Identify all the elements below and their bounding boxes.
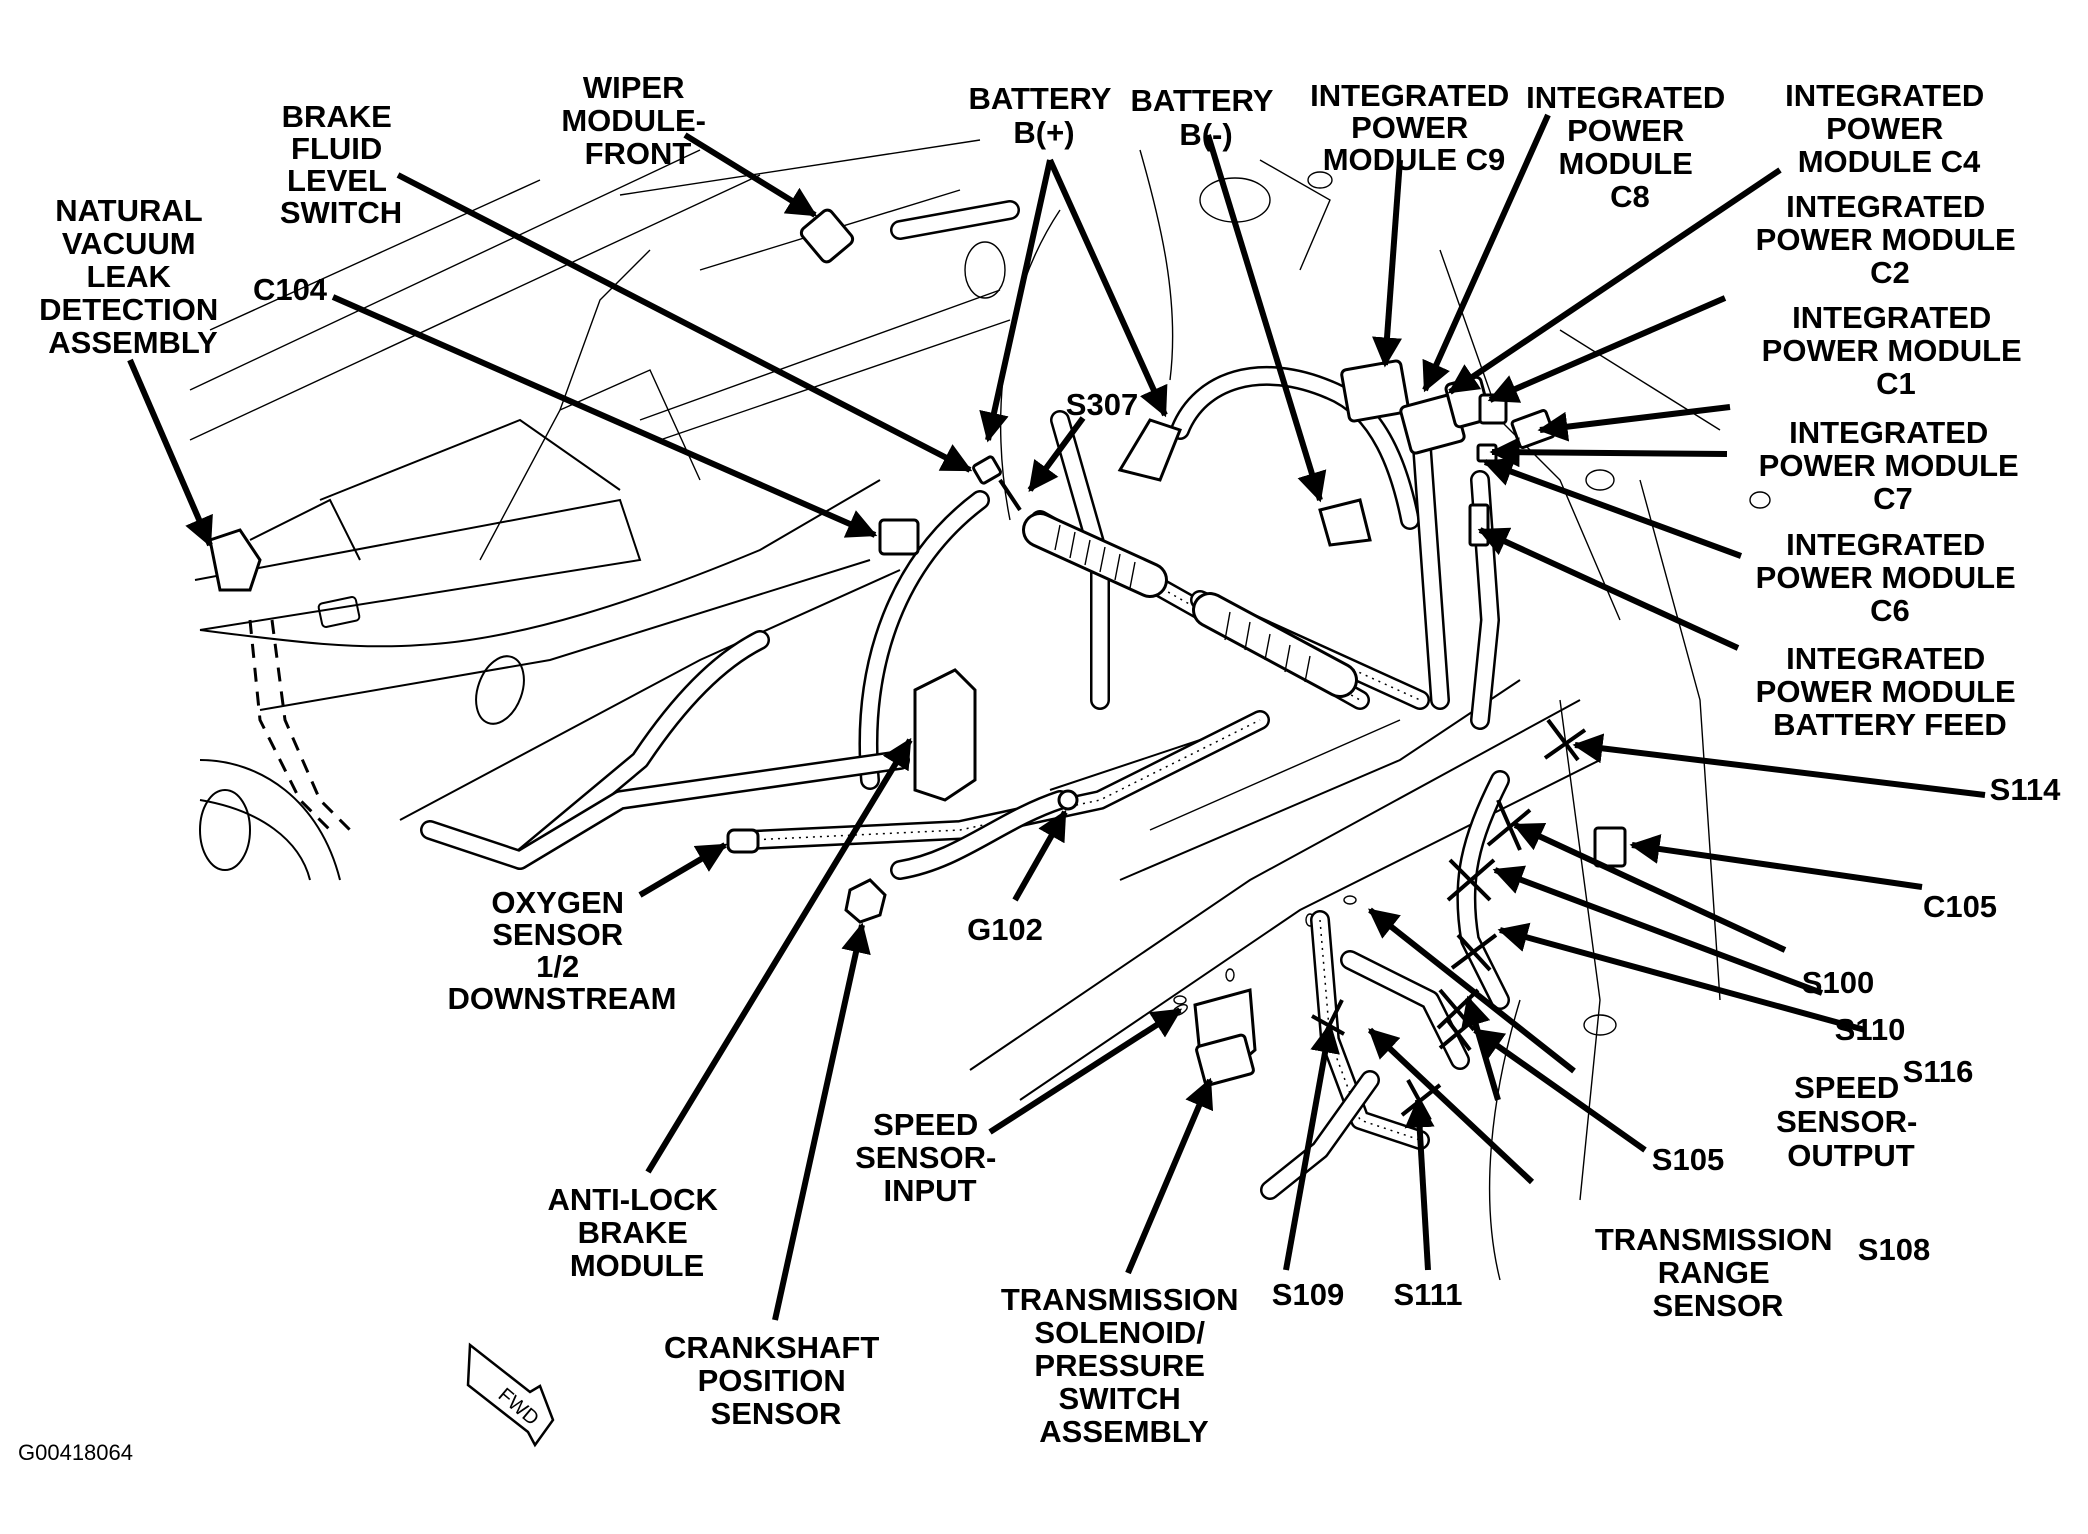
label-s114: S114 <box>1990 772 2061 807</box>
label-s111: S111 <box>1394 1277 1463 1312</box>
leader-s109 <box>1283 1022 1340 1271</box>
leader-battery-pos <box>979 159 1053 443</box>
callout-labels: NATURAL VACUUM LEAK DETECTION ASSEMBLY B… <box>18 70 2061 1465</box>
leader-oxygen <box>638 842 728 898</box>
label-speed-sensor-input: SPEED SENSOR- INPUT <box>855 1107 1005 1208</box>
label-s105: S105 <box>1652 1142 1724 1177</box>
leader-ipm-c9 <box>1372 159 1403 368</box>
leader-g102 <box>1012 809 1068 902</box>
label-g102: G102 <box>967 912 1043 947</box>
leader-s100 <box>1512 822 1787 953</box>
leader-speed-output <box>1368 907 1576 1074</box>
leader-s116 <box>1497 922 1866 1033</box>
label-brake-fluid-level-switch: BRAKE FLUID LEVEL SWITCH <box>280 99 402 230</box>
leader-ipm-battery-feed <box>1477 527 1740 651</box>
label-ipm-battery-feed: INTEGRATED POWER MODULE BATTERY FEED <box>1756 641 2025 742</box>
label-speed-sensor-output: SPEED SENSOR- OUTPUT <box>1776 1070 1926 1173</box>
label-c105: C105 <box>1923 889 1997 924</box>
label-ipm-c7: INTEGRATED POWER MODULE C7 <box>1759 415 2028 516</box>
label-ipm-c9: INTEGRATED POWER MODULE C9 <box>1310 78 1518 177</box>
leader-ipm-c7 <box>1489 437 1728 468</box>
label-ipm-c1: INTEGRATED POWER MODULE C1 <box>1762 300 2031 401</box>
leader-s111 <box>1404 1097 1435 1271</box>
label-natural-vacuum-leak: NATURAL VACUUM LEAK DETECTION ASSEMBLY <box>39 193 227 360</box>
leader-crankshaft <box>772 922 871 1321</box>
label-battery-negative: BATTERY B(-) <box>1130 83 1281 152</box>
vehicle-line-art: FWD <box>189 139 1771 1448</box>
label-wiper-module-front: WIPER MODULE- FRONT <box>561 70 714 171</box>
label-s307: S307 <box>1066 387 1138 422</box>
leader-battery-pos-2 <box>1047 158 1168 418</box>
leader-ipm-c6 <box>1482 457 1743 559</box>
components: FWD <box>208 208 1627 1448</box>
leader-speed-input <box>988 1007 1183 1135</box>
label-battery-positive: BATTERY B(+) <box>968 81 1119 150</box>
leader-vacuum-leak <box>127 358 213 548</box>
label-s116: S116 <box>1903 1054 1974 1089</box>
label-anti-lock-brake-module: ANTI-LOCK BRAKE MODULE <box>547 1182 726 1283</box>
leader-s110 <box>1492 865 1824 996</box>
leader-abs <box>645 737 913 1174</box>
leader-lines <box>127 113 1986 1321</box>
leader-wiper <box>683 132 818 218</box>
left-structure <box>194 249 901 881</box>
harness-runs <box>420 200 1510 1200</box>
leader-ipm-c1 <box>1537 404 1731 442</box>
convoluted-harness <box>1022 512 1358 698</box>
leader-ipm-c2 <box>1487 295 1727 403</box>
label-transmission-solenoid: TRANSMISSION SOLENOID/ PRESSURE SWITCH A… <box>1001 1282 1247 1449</box>
label-s110: S110 <box>1835 1012 1906 1047</box>
leader-battery-neg <box>1205 134 1327 503</box>
label-crankshaft-position-sensor: CRANKSHAFT POSITION SENSOR <box>664 1330 888 1431</box>
label-transmission-range-sensor: TRANSMISSION RANGE SENSOR <box>1595 1222 1841 1323</box>
label-ipm-c6: INTEGRATED POWER MODULE C6 <box>1756 527 2025 628</box>
label-ipm-c8: INTEGRATED POWER MODULE C8 <box>1526 80 1734 214</box>
label-ipm-c2: INTEGRATED POWER MODULE C2 <box>1756 189 2025 290</box>
leader-s307 <box>1027 416 1086 493</box>
frame-rail <box>969 679 1601 1101</box>
label-s100: S100 <box>1802 965 1874 1000</box>
label-s109: S109 <box>1272 1277 1344 1312</box>
body-panels <box>189 139 1771 1281</box>
leader-c104 <box>331 294 878 538</box>
leader-c105 <box>1629 834 1923 890</box>
leader-s114 <box>1572 733 1986 798</box>
label-c104: C104 <box>253 272 328 307</box>
label-ipm-c4: INTEGRATED POWER MODULE C4 <box>1785 78 1993 179</box>
leader-trans-solenoid <box>1125 1077 1214 1275</box>
leader-brake-fluid <box>396 172 973 473</box>
leader-trans-range <box>1367 1027 1535 1185</box>
leader-ipm-c4 <box>1447 167 1782 395</box>
label-s108: S108 <box>1858 1232 1930 1267</box>
leader-s105 <box>1461 995 1501 1101</box>
leader-s108 <box>1472 1027 1647 1153</box>
leader-ipm-c8 <box>1422 113 1551 393</box>
label-oxygen-sensor: OXYGEN SENSOR 1/2 DOWNSTREAM <box>447 885 676 1016</box>
figure-id: G00418064 <box>18 1440 133 1465</box>
fwd-arrow-icon: FWD <box>466 1342 555 1448</box>
